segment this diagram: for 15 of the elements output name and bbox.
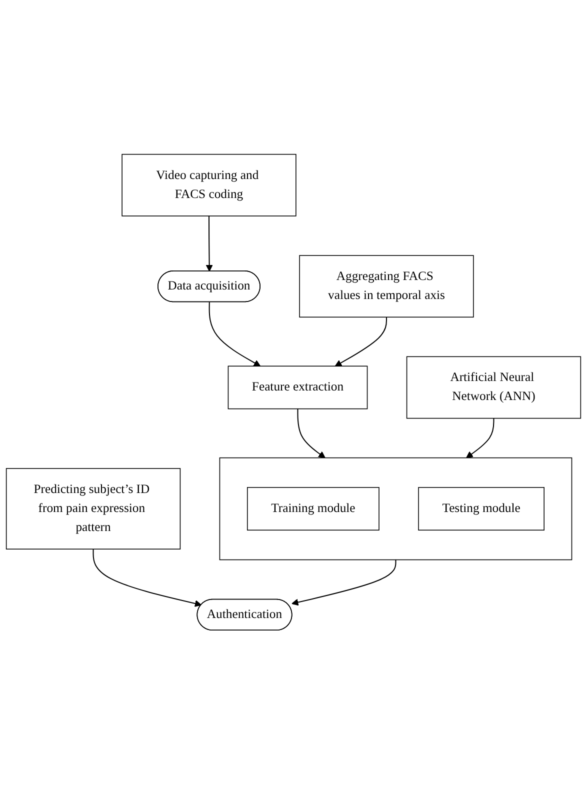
arrow [466,418,494,458]
arrow [208,302,261,367]
arrow [292,560,396,606]
node-box: Feature extraction [228,366,368,410]
arrow [334,317,387,367]
arrow [297,409,326,458]
node-box: Predicting subject’s ID from pain expression pattern [6,468,181,550]
node-box: Testing module [418,487,544,531]
arrow [206,216,213,272]
node-box: Aggregating FACS values in temporal axis [299,255,474,318]
arrow [92,549,202,608]
cluster [219,458,572,560]
node-box: Training module [246,487,380,531]
node-box: Video capturing and FACS coding [122,154,296,217]
node-box: Artificial Neural Network (ANN) [406,356,582,419]
